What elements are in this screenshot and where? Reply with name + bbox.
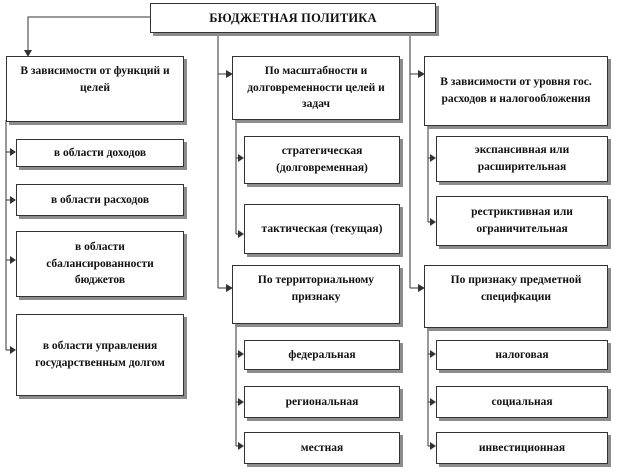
territorial-item-2-label: региональная (285, 395, 359, 408)
territorial-item-3-label: местная (300, 441, 344, 454)
scale-item-1: стратегическая (долговременная) (244, 136, 400, 184)
functions-item-1: в области доходов (16, 139, 184, 167)
functions-header-box: В зависимости от функций и целей (6, 56, 184, 122)
functions-item-1-label: в области доходов (53, 146, 147, 159)
scale-header: По масштабности и долговременности целей… (247, 64, 385, 111)
territorial-header-box: По территориальному признаку (232, 265, 400, 324)
functions-item-4-label: в области управления государственным дол… (35, 340, 165, 369)
functions-item-2: в области расходов (16, 184, 184, 216)
functions-item-3-label: в области сбалансированности бюджетов (46, 240, 154, 287)
taxlevel-header-box: В зависимости от уровня гос. расходов и … (424, 56, 608, 126)
functions-item-4: в области управления государственным дол… (16, 314, 184, 396)
subject-item-3-label: инвестиционная (478, 441, 566, 454)
taxlevel-header: В зависимости от уровня гос. расходов и … (440, 76, 592, 105)
functions-header: В зависимости от функций и целей (20, 65, 170, 94)
territorial-item-1: федеральная (244, 340, 400, 370)
functions-item-2-label: в области расходов (50, 193, 150, 206)
territorial-item-1-label: федеральная (288, 348, 356, 361)
subject-item-2-label: социальная (491, 395, 553, 408)
subject-header: По признаку предметной специфкации (450, 274, 582, 303)
scale-item-1-label: стратегическая (долговременная) (276, 145, 368, 174)
scale-header-box: По масштабности и долговременности целей… (232, 56, 400, 120)
scale-item-2: тактическая (текущая) (244, 204, 400, 254)
subject-header-box: По признаку предметной специфкации (424, 265, 608, 328)
functions-item-3: в области сбалансированности бюджетов (16, 231, 184, 297)
subject-item-1: налоговая (436, 340, 608, 370)
subject-item-1-label: налоговая (495, 348, 549, 361)
root-title: БЮДЖЕТНАЯ ПОЛИТИКА (209, 10, 377, 25)
territorial-header: По территориальному признаку (257, 274, 375, 303)
scale-item-2-label: тактическая (текущая) (261, 222, 383, 235)
taxlevel-item-1: экспансивная или расширительная (436, 136, 608, 182)
subject-item-3: инвестиционная (436, 432, 608, 464)
territorial-item-2: региональная (244, 386, 400, 418)
taxlevel-item-1-label: экспансивная или расширительная (474, 144, 570, 173)
taxlevel-item-2-label: рестриктивная или ограничительная (471, 206, 573, 235)
subject-item-2: социальная (436, 386, 608, 418)
taxlevel-item-2: рестриктивная или ограничительная (436, 196, 608, 246)
territorial-item-3: местная (244, 432, 400, 464)
root-box: БЮДЖЕТНАЯ ПОЛИТИКА (150, 3, 436, 33)
